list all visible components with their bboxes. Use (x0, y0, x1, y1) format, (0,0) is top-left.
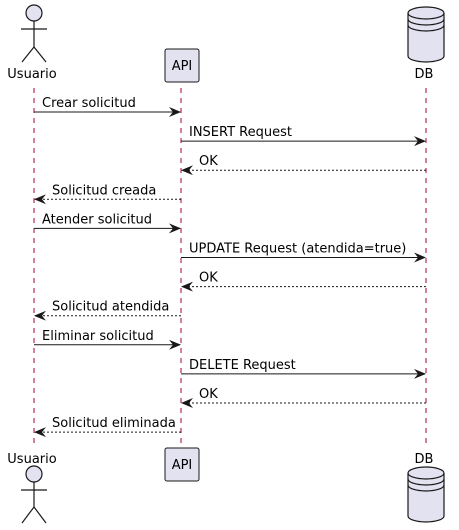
database-db-bottom: DB (407, 452, 445, 523)
actor-icon (21, 4, 47, 63)
participant-api-bottom: API (164, 447, 200, 482)
message-label: Solicitud atendida (52, 300, 169, 315)
message-label: Crear solicitud (42, 96, 136, 111)
participant-label-usuario: Usuario (7, 67, 56, 82)
message-label: Solicitud creada (52, 183, 156, 198)
message-label: UPDATE Request (atendida=true) (189, 242, 406, 257)
participant-label-api-bottom: API (172, 458, 193, 473)
message-label: OK (199, 154, 218, 169)
actor-usuario-bottom: Usuario (7, 452, 57, 524)
message-label: INSERT Request (189, 125, 292, 140)
message-label: OK (199, 271, 218, 286)
participant-label-db: DB (415, 67, 434, 82)
message-label: Solicitud eliminada (52, 416, 176, 431)
participant-label-api: API (172, 59, 193, 74)
actor-icon (21, 465, 47, 524)
message-label: Eliminar solicitud (42, 329, 154, 344)
participant-label-db-bottom: DB (415, 452, 434, 467)
database-icon (407, 6, 445, 63)
message-label: DELETE Request (189, 358, 296, 373)
database-icon (407, 466, 445, 523)
message-label: OK (199, 387, 218, 402)
participant-api-top: API (164, 48, 200, 83)
message-label: Atender solicitud (42, 212, 152, 227)
actor-usuario-top: Usuario (7, 4, 57, 82)
database-db-top: DB (407, 6, 445, 82)
participant-label-usuario-bottom: Usuario (7, 452, 56, 467)
